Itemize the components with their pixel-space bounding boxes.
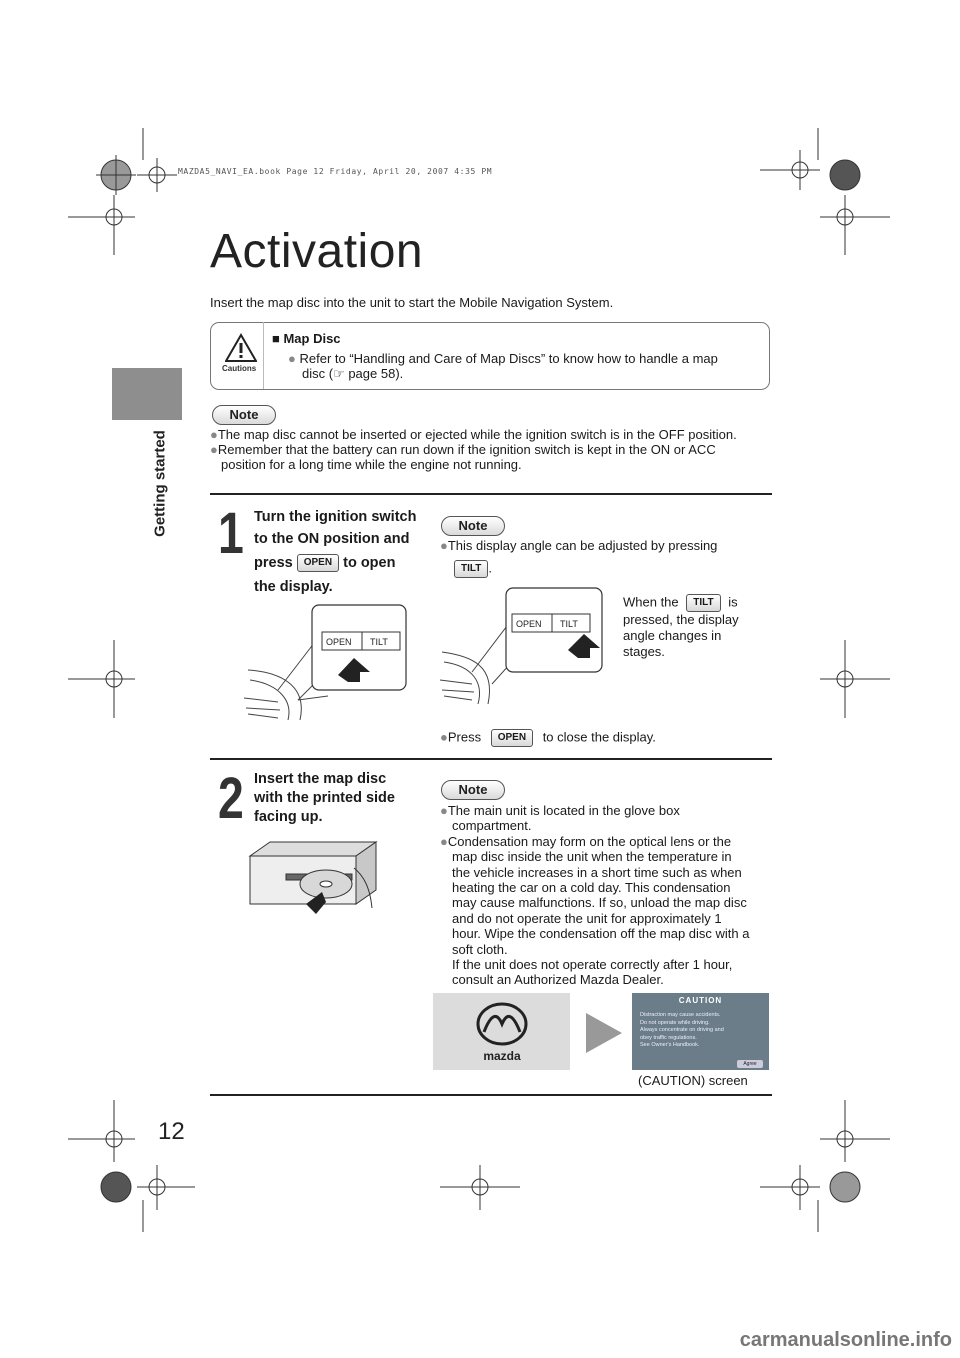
tilt-button-label: TILT [370, 637, 388, 647]
bullet-icon: ● [440, 729, 448, 745]
intro-text: Insert the map disc into the unit to sta… [210, 295, 614, 310]
step2-note-3: map disc inside the unit when the temper… [452, 849, 732, 865]
step2-note-9: soft cloth. [452, 941, 508, 957]
step1-note: ●This display angle can be adjusted by p… [440, 538, 717, 553]
step2-line2: with the printed side [254, 790, 395, 806]
warning-icon [225, 333, 257, 362]
hand-pointer-icon: ☞ [333, 366, 345, 381]
step2-note-2: Condensation may form on the optical len… [447, 833, 732, 849]
side-tab-label: Getting started [151, 430, 169, 537]
step1-note-key-line: TILT. [454, 560, 492, 578]
page-title: Activation [210, 225, 424, 278]
step2-line1: Insert the map disc [254, 771, 387, 787]
caution-screen-line-1: Do not operate while driving. [640, 1019, 710, 1026]
bullet-icon: ● [288, 351, 296, 366]
tilt-desc-4: angle changes in [623, 628, 722, 643]
tilt-desc-2: is [728, 594, 738, 610]
caution-screen-line-2: Always concentrate on driving and [640, 1027, 724, 1033]
step1-line3b: to open [343, 555, 396, 571]
disc-insert-illustration [248, 841, 378, 914]
press-text-2: to close the display. [542, 729, 656, 745]
step2-note-11: consult an Authorized Mazda Dealer. [452, 972, 664, 988]
tilt-illustration: OPEN TILT [439, 587, 603, 705]
step2-note-1: compartment. [452, 818, 532, 834]
general-note-1: The map disc cannot be inserted or eject… [217, 427, 737, 442]
press-open-note: ●Press OPEN to close the display. [440, 729, 656, 747]
step2-line3: facing up. [254, 809, 323, 825]
mazda-wordmark: mazda [483, 1049, 521, 1063]
bullet-icon: ● [210, 427, 218, 442]
caution-screen-title: CAUTION [678, 996, 723, 1005]
tilt-key: TILT [686, 594, 721, 612]
tilt-desc-3: pressed, the display [623, 612, 739, 627]
step1-line4: the display. [254, 579, 333, 595]
caution-screen-line-3: obey traffic regulations. [640, 1034, 697, 1041]
caution-screen-line-0: Distraction may cause accidents. [640, 1012, 721, 1018]
step1-line1: Turn the ignition switch [254, 509, 417, 525]
step2-notes: ●The main unit is located in the glove b… [440, 803, 750, 988]
general-notes: ●The map disc cannot be inserted or ejec… [210, 427, 737, 472]
open-button-label: OPEN [516, 619, 542, 629]
caution-screen-caption: (CAUTION) screen [638, 1073, 748, 1088]
caution-screen-line-4: See Owner's Handbook. [640, 1042, 700, 1048]
step2-note-6: may cause malfunctions. If so, unload th… [452, 895, 747, 911]
step1-line2: to the ON position and [254, 531, 410, 547]
arrow-right-icon [586, 1013, 622, 1053]
caution-line1: Refer to “Handling and Care of Map Discs… [299, 351, 718, 366]
section-rule [210, 758, 772, 760]
step2-instruction: Insert the map disc with the printed sid… [254, 770, 395, 827]
open-button-label: OPEN [326, 637, 352, 647]
open-key: OPEN [296, 554, 340, 573]
caution-bullet: ● Refer to “Handling and Care of Map Dis… [288, 351, 718, 381]
watermark: carmanualsonline.info [739, 1329, 952, 1351]
bullet-icon: ● [210, 442, 218, 457]
caution-screen [632, 993, 769, 1070]
step2-note-8: hour. Wipe the condensation off the map … [452, 926, 750, 942]
section-rule [210, 493, 772, 495]
caution-label: Cautions [222, 364, 257, 373]
step-number: 1 [218, 501, 244, 566]
tilt-description: When the TILT is pressed, the display an… [623, 594, 739, 660]
tilt-desc-5: stages. [623, 644, 665, 659]
tilt-button-label: TILT [560, 619, 578, 629]
caution-divider [263, 322, 264, 389]
section-rule [210, 1094, 772, 1096]
bullet-icon: ● [440, 538, 448, 553]
step1-instruction: Turn the ignition switch to the ON posit… [254, 506, 416, 598]
page-number: 12 [158, 1118, 185, 1145]
step2-note-0: The main unit is located in the glove bo… [447, 803, 680, 818]
side-tab-label-wrap: Getting started [150, 420, 170, 550]
step2-note-10: If the unit does not operate correctly a… [452, 957, 733, 973]
step1-line3a: press [254, 555, 293, 571]
step2-note-4: the vehicle increases in a short time su… [452, 864, 742, 880]
tilt-desc-1: When the [623, 594, 679, 610]
step2-note-7: and do not operate the unit for approxim… [452, 910, 722, 926]
step2-note-5: heating the car on a cold day. This cond… [452, 880, 731, 896]
note-badge: Note [441, 516, 505, 536]
bullet-icon: ● [440, 833, 448, 849]
caution-heading: ■ Map Disc [272, 331, 341, 346]
caution-line2: disc ( [302, 366, 334, 381]
mazda-logo-icon: mazda [476, 1002, 528, 1063]
note-badge: Note [212, 405, 276, 425]
mazda-splash-screen [433, 993, 570, 1070]
note-period: . [488, 560, 492, 576]
press-text: Press [447, 729, 482, 745]
open-key: OPEN [490, 729, 534, 747]
step-number: 2 [218, 766, 244, 831]
dashboard-illustration: OPEN TILT [243, 604, 407, 721]
side-tab [112, 368, 182, 420]
tilt-key: TILT [454, 560, 489, 578]
caution-screen-text: Distraction may cause accidents. Do not … [640, 1012, 750, 1050]
general-note-3: position for a long time while the engin… [221, 457, 522, 472]
note-badge: Note [441, 780, 505, 800]
bullet-icon: ● [440, 803, 448, 818]
step1-note-text: This display angle can be adjusted by pr… [447, 538, 718, 553]
file-stamp: MAZDA5_NAVI_EA.book Page 12 Friday, Apri… [178, 167, 493, 176]
caution-line2-end: page 58). [344, 366, 404, 381]
agree-button: Agree [737, 1060, 763, 1068]
general-note-2: Remember that the battery can run down i… [217, 442, 716, 457]
caution-box [210, 322, 770, 390]
